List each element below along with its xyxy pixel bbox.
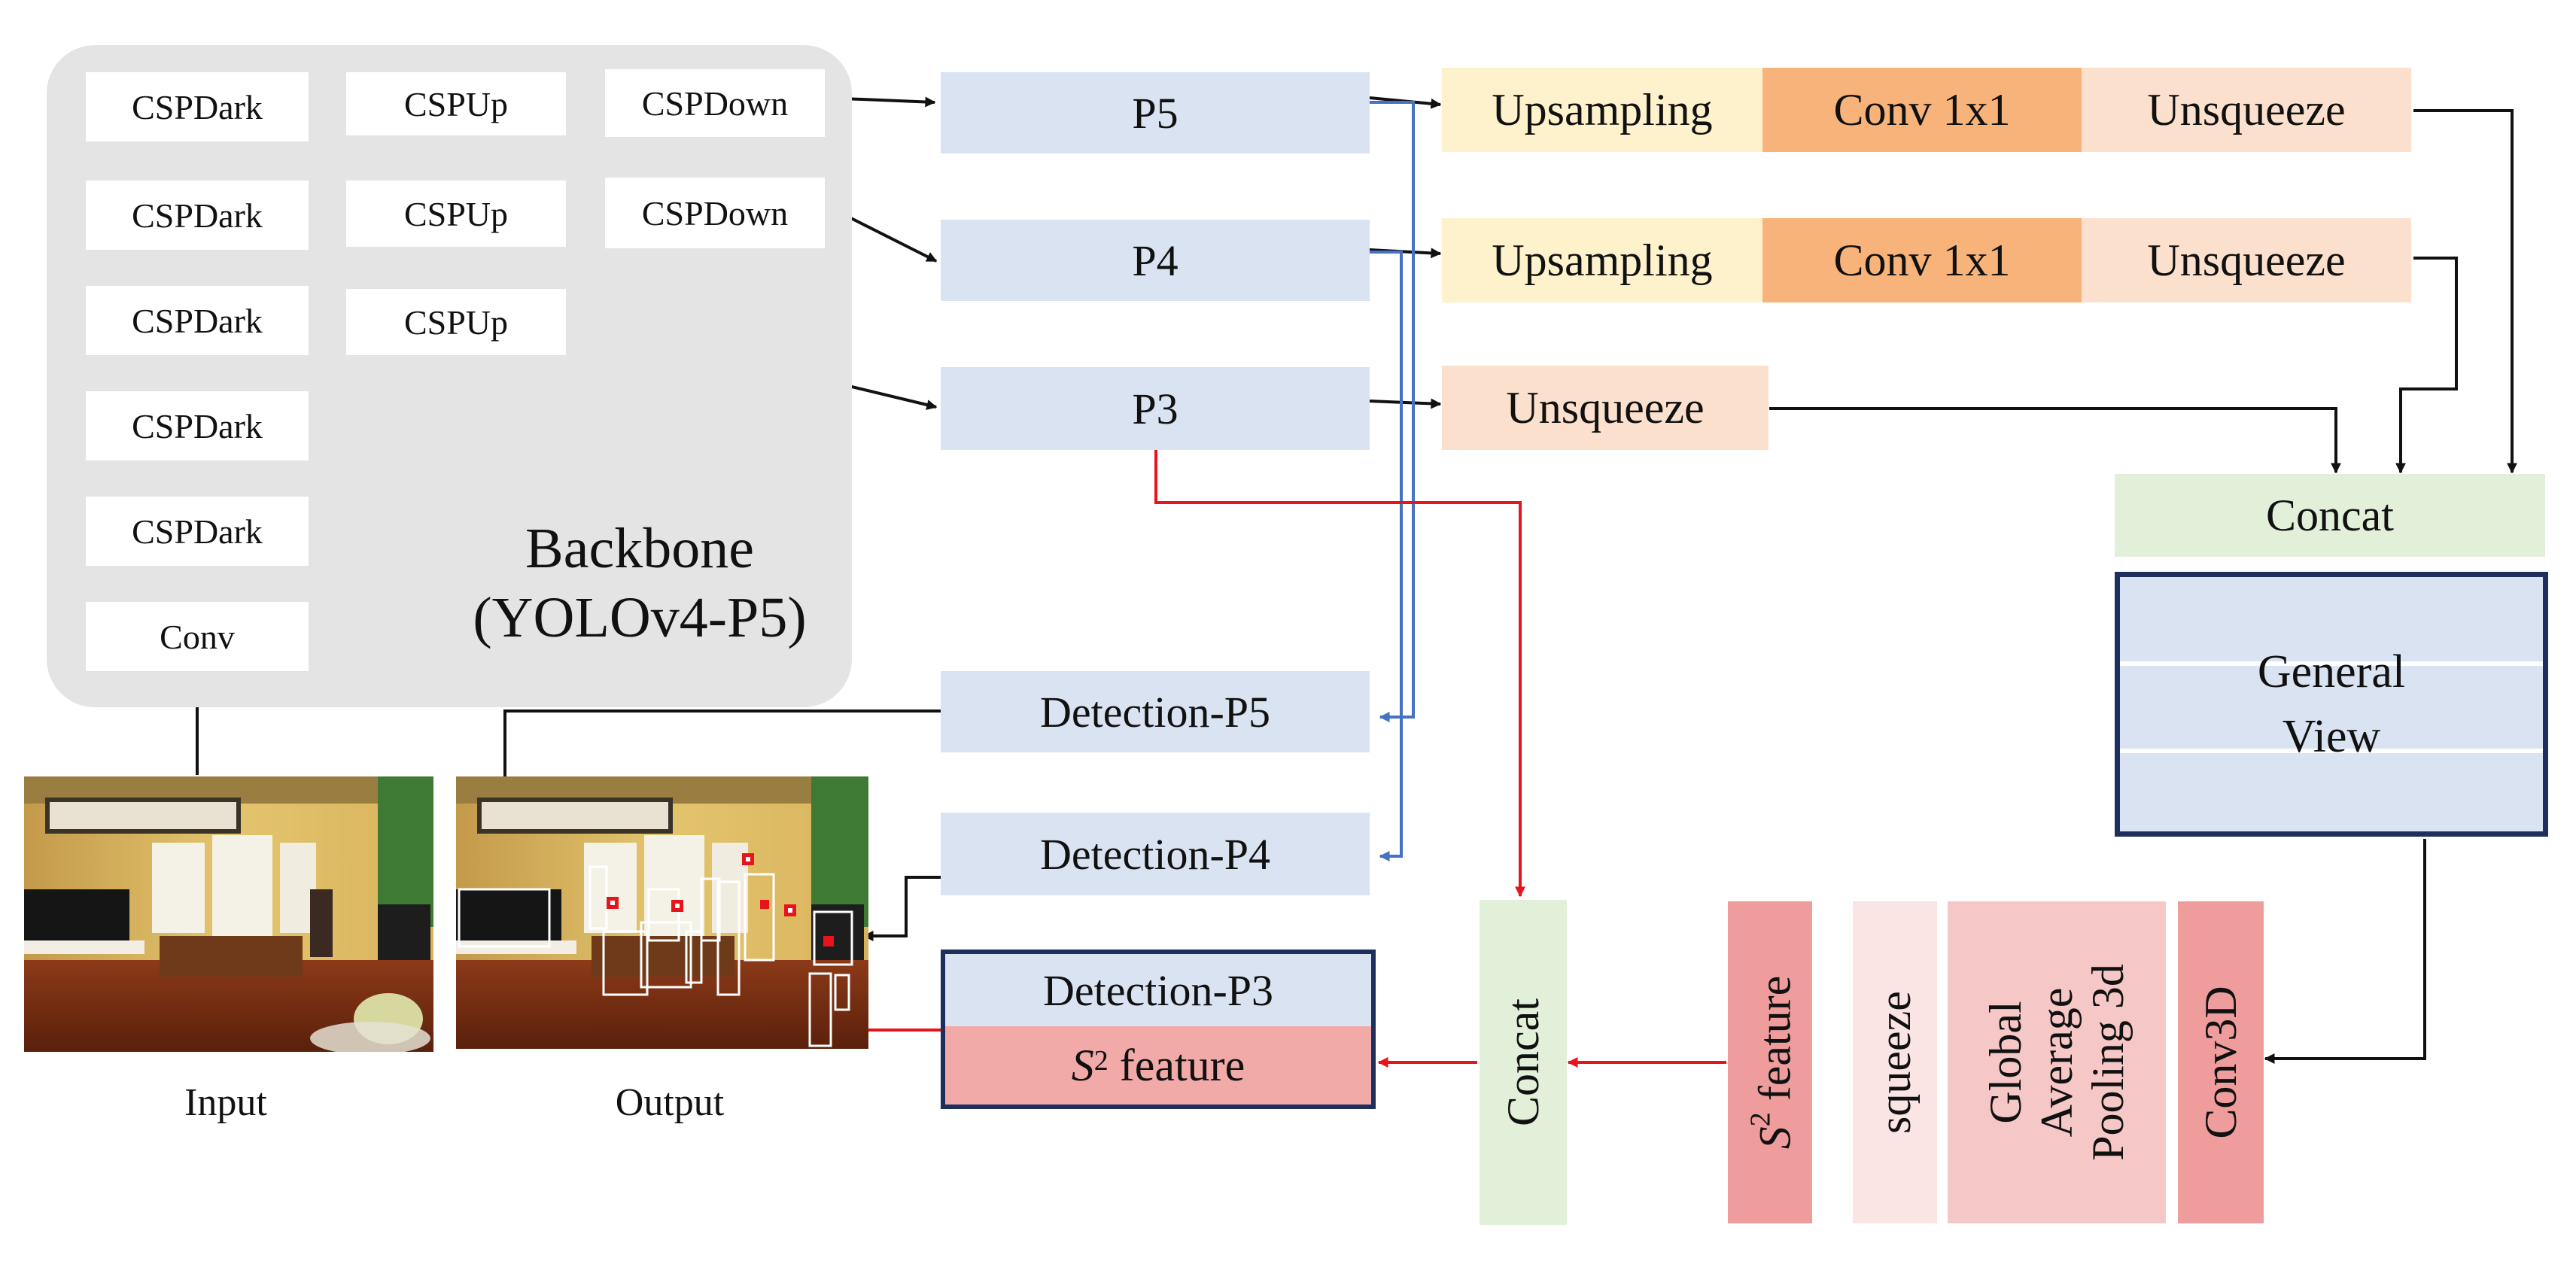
s2-superscript-vertical: 2 bbox=[1744, 1112, 1777, 1127]
s2-superscript: 2 bbox=[1093, 1045, 1109, 1077]
backbone-panel bbox=[47, 45, 852, 707]
conv1x1-p4: Conv 1x1 bbox=[1762, 218, 2082, 302]
s2-symbol: S bbox=[1071, 1040, 1094, 1090]
upsampling-p5: Upsampling bbox=[1442, 68, 1762, 152]
backbone-title-line1: Backbone bbox=[525, 517, 754, 580]
output-caption: Output bbox=[615, 1080, 725, 1124]
detection-p3: Detection-P3 bbox=[945, 954, 1371, 1026]
output-image bbox=[456, 776, 868, 1049]
gap-line2: Average bbox=[2032, 987, 2082, 1138]
pyramid-p5: P5 bbox=[941, 72, 1370, 153]
general-view-stripe-1 bbox=[2120, 661, 2543, 666]
general-view-stripe-2 bbox=[2120, 749, 2543, 753]
backbone-csp-dark-2: CSPDark bbox=[86, 391, 309, 460]
global-average-pooling-block: Global Average Pooling 3d bbox=[1948, 901, 2166, 1223]
concat-bottom-block: Concat bbox=[1480, 900, 1567, 1225]
backbone-title: Backbone (YOLOv4-P5) bbox=[436, 504, 843, 662]
backbone-csp-dark-5: CSPDark bbox=[86, 72, 309, 141]
conv3d-label: Conv3D bbox=[2196, 986, 2246, 1139]
general-view-line1: General bbox=[2257, 646, 2406, 697]
branch-to-concat-arrows bbox=[1769, 109, 2517, 474]
input-caption: Input bbox=[184, 1080, 267, 1124]
pyramid-p4: P4 bbox=[941, 220, 1370, 301]
backbone-title-line2: (YOLOv4-P5) bbox=[473, 586, 807, 649]
squeeze-block: squeeze bbox=[1853, 901, 1937, 1223]
concat-top: Concat bbox=[2115, 474, 2545, 557]
blue-detection-arrows bbox=[1370, 101, 1415, 861]
upsampling-p4: Upsampling bbox=[1442, 218, 1762, 302]
gap-line3: Pooling 3d bbox=[2083, 964, 2133, 1161]
backbone-csp-up-1: CSPUp bbox=[346, 72, 566, 135]
s2-feature-text: feature bbox=[1108, 1040, 1245, 1090]
detection-p5: Detection-P5 bbox=[941, 671, 1370, 752]
gap-line1: Global bbox=[1981, 1001, 2030, 1124]
global-average-pooling-label: Global Average Pooling 3d bbox=[1980, 964, 2133, 1161]
conv3d-block: Conv3D bbox=[2178, 901, 2264, 1223]
general-view-to-conv3d-arrow bbox=[2264, 839, 2426, 1064]
unsqueeze-p4: Unsqueeze bbox=[2082, 218, 2411, 302]
unsqueeze-p3: Unsqueeze bbox=[1442, 366, 1769, 450]
backbone-conv: Conv bbox=[86, 602, 309, 671]
squeeze-label: squeeze bbox=[1870, 991, 1920, 1134]
backbone-csp-dark-1: CSPDark bbox=[86, 497, 309, 566]
backbone-csp-dark-3: CSPDark bbox=[86, 286, 309, 355]
backbone-csp-down-1: CSPDown bbox=[605, 69, 825, 137]
backbone-csp-up-2: CSPUp bbox=[346, 181, 566, 247]
s2-feature-block: S2 feature bbox=[1728, 901, 1812, 1223]
unsqueeze-p5: Unsqueeze bbox=[2082, 68, 2411, 152]
general-view-line2: View bbox=[2282, 711, 2381, 762]
pyramid-p3: P3 bbox=[941, 367, 1370, 450]
detection-p4: Detection-P4 bbox=[941, 813, 1370, 895]
concat-bottom-label: Concat bbox=[1498, 998, 1548, 1126]
s2-feature-vertical-text: feature bbox=[1750, 975, 1800, 1113]
s2-feature-vertical-label: S2 feature bbox=[1740, 976, 1801, 1150]
backbone-csp-down-2: CSPDown bbox=[605, 178, 825, 248]
input-image bbox=[24, 776, 433, 1052]
s2-symbol-vertical: S bbox=[1750, 1126, 1800, 1150]
input-room-picture bbox=[24, 776, 433, 1052]
backbone-csp-dark-4: CSPDark bbox=[86, 181, 309, 250]
output-detections-picture bbox=[456, 776, 868, 1049]
conv1x1-p5: Conv 1x1 bbox=[1762, 68, 2082, 152]
backbone-csp-up-3: CSPUp bbox=[346, 289, 566, 355]
general-view: General View bbox=[2115, 572, 2548, 837]
